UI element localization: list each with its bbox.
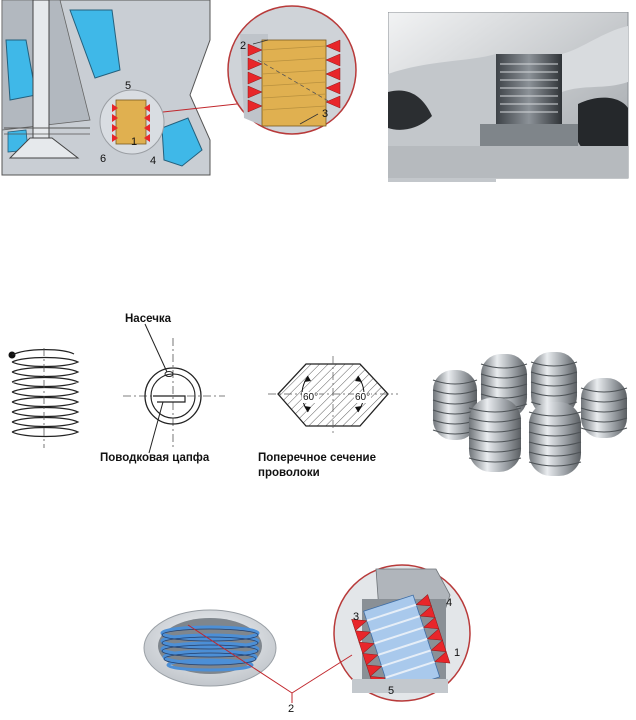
notch-label: Насечка [125,313,172,325]
valve-seat-cutaway-drawing [1,0,357,176]
valve-callout-3: 3 [322,108,329,120]
valve-callout-4: 4 [150,155,157,167]
coil-side-view-svg [8,348,80,448]
installed-insert-figure: 2 3 4 1 5 [140,555,480,720]
angle-right-label: 60° [354,392,372,403]
coil-inserts-photo [425,340,636,480]
install-callout-2: 2 [288,703,295,715]
coil-top-view-svg [123,323,225,454]
section-label-line2: проволоки [258,467,320,479]
valve-callout-5: 5 [125,80,132,92]
coil-inserts-render [432,352,628,476]
valve-callout-1: 1 [131,136,138,148]
wire-cross-section-figure: 60° 60° [268,356,398,436]
cylinder-head-cutaway-photo [388,12,636,182]
install-callout-5: 5 [388,685,395,697]
install-callout-3: 3 [353,611,360,623]
coil-insert-4 [580,378,628,438]
coil-insert-6 [528,402,582,476]
cylinder-head-cutaway-render [388,12,629,182]
valve-callout-2: 2 [240,40,247,52]
coil-top-view-figure: Насечка [95,308,235,468]
tang-label: Поводковая цапфа [100,452,210,464]
section-label-line1: Поперечное сечение [258,452,376,464]
installed-insert-drawing [143,564,471,703]
valve-callout-6: 6 [100,153,107,165]
install-callout-4: 4 [446,597,453,609]
valve-seat-cutaway-figure: 2 3 5 1 4 6 [0,0,360,185]
install-callout-1: 1 [454,647,461,659]
coil-side-view-drawing [6,348,86,448]
coil-insert-5 [468,398,522,472]
angle-left-label: 60° [302,392,320,403]
wire-cross-section-svg [268,356,398,436]
